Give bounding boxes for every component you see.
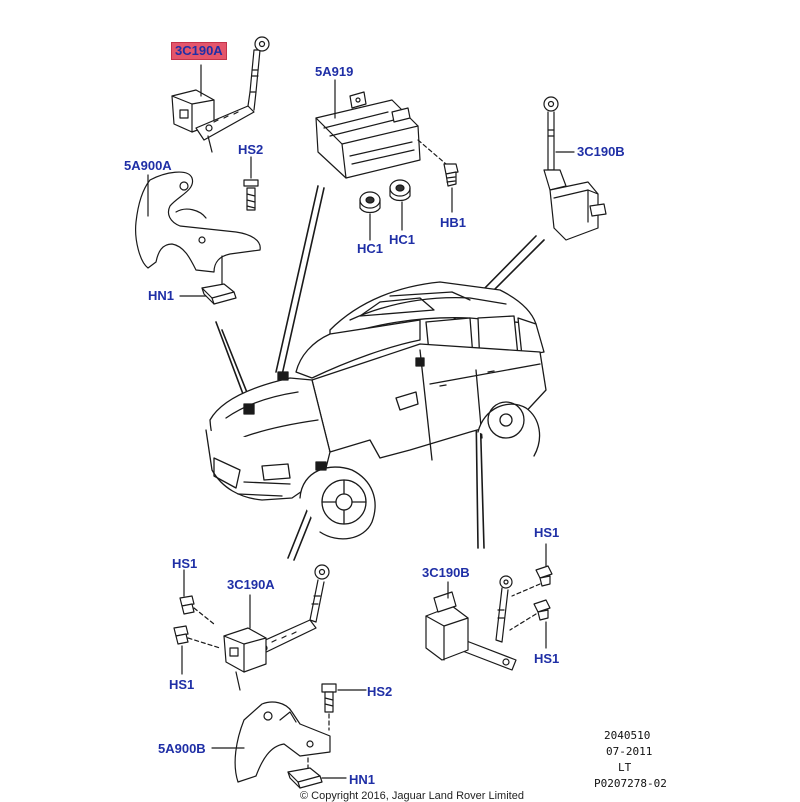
callout-3c190a-top[interactable]: 3C190A bbox=[171, 42, 227, 60]
grommet-hc1-right bbox=[389, 179, 411, 231]
nut-hn1-bottom bbox=[287, 757, 347, 789]
bracket-5a900b bbox=[211, 701, 331, 783]
drawing-code: 2040510 bbox=[604, 729, 651, 742]
callout-hs2-top[interactable]: HS2 bbox=[238, 142, 264, 157]
drawing-reference: P0207278-02 bbox=[594, 777, 667, 790]
callout-3c190b-bottom[interactable]: 3C190B bbox=[422, 565, 470, 580]
callout-hs1-bottom-right-bottom[interactable]: HS1 bbox=[534, 651, 560, 666]
callout-hs1-bottom-left-bottom[interactable]: HS1 bbox=[169, 677, 195, 692]
bolt-hs2-bottom bbox=[321, 683, 367, 731]
callout-5a900a[interactable]: 5A900A bbox=[124, 158, 172, 173]
control-module-5a919 bbox=[315, 79, 447, 179]
callout-hn1-bottom[interactable]: HN1 bbox=[349, 772, 376, 787]
bolt-hs1-bottom-right-upper bbox=[511, 543, 553, 597]
vehicle-outline bbox=[205, 281, 547, 540]
drawing-market: LT bbox=[618, 761, 632, 774]
copyright-notice: © Copyright 2016, Jaguar Land Rover Limi… bbox=[300, 790, 524, 802]
callout-hs1-bottom-left-top[interactable]: HS1 bbox=[172, 556, 198, 571]
bolt-hb1 bbox=[443, 163, 459, 213]
callout-hs2-bottom[interactable]: HS2 bbox=[367, 684, 393, 699]
nut-hn1-top bbox=[179, 283, 237, 305]
height-sensor-front-bottom bbox=[223, 564, 330, 691]
callout-5a919[interactable]: 5A919 bbox=[315, 64, 354, 79]
height-sensor-rear-bottom bbox=[425, 575, 517, 671]
bracket-5a900a bbox=[135, 171, 261, 293]
drawing-date: 07-2011 bbox=[606, 745, 653, 758]
callout-hs1-bottom-right-top[interactable]: HS1 bbox=[534, 525, 560, 540]
bolt-hs1-bottom-left-upper bbox=[179, 569, 215, 625]
bolt-hs1-bottom-right-lower bbox=[509, 599, 551, 649]
height-sensor-rear-top bbox=[543, 96, 607, 241]
callout-hn1-top[interactable]: HN1 bbox=[148, 288, 175, 303]
bolt-hs2-top bbox=[243, 156, 259, 211]
bolt-hs1-bottom-left-lower bbox=[173, 625, 221, 675]
callout-3c190a-bottom[interactable]: 3C190A bbox=[227, 577, 275, 592]
callout-5a900b[interactable]: 5A900B bbox=[158, 741, 206, 756]
grommet-hc1-left bbox=[359, 191, 381, 241]
callout-hc1-left[interactable]: HC1 bbox=[357, 241, 384, 256]
callout-hb1[interactable]: HB1 bbox=[440, 215, 467, 230]
height-sensor-front-left-top bbox=[171, 36, 270, 153]
callout-3c190b-top[interactable]: 3C190B bbox=[577, 144, 625, 159]
callout-hc1-right[interactable]: HC1 bbox=[389, 232, 416, 247]
